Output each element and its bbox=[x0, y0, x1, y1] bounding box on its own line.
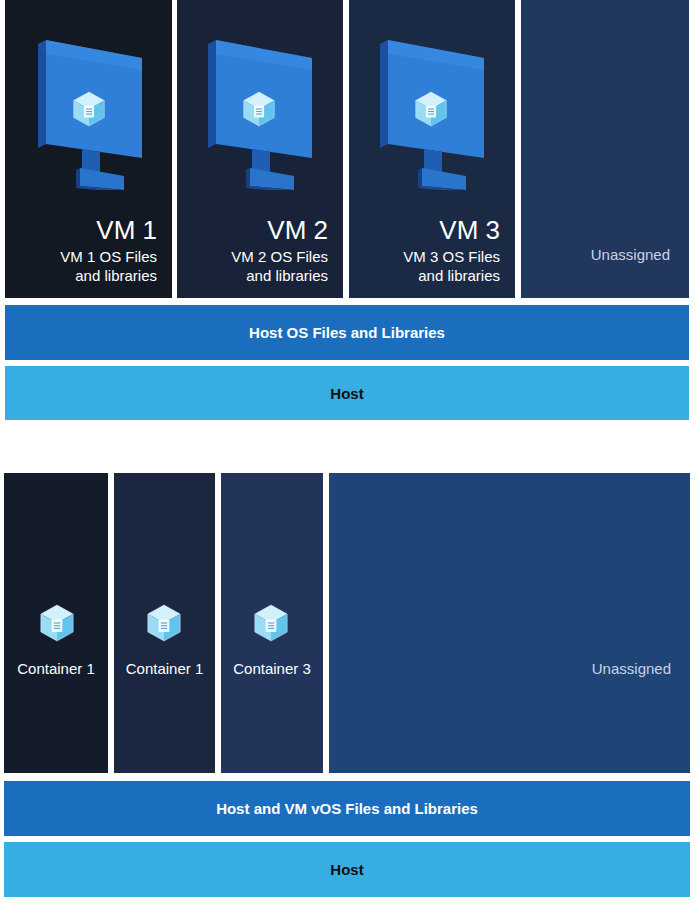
container-cube-icon bbox=[244, 92, 275, 126]
vm-title: VM 2 bbox=[267, 215, 328, 245]
vm-monitor-icon bbox=[208, 40, 312, 192]
layer-band: Host and VM vOS Files and Libraries bbox=[4, 781, 690, 836]
container-cube-icon bbox=[255, 605, 287, 641]
layer-label: Host bbox=[330, 860, 363, 879]
vm-panel: VM 3VM 3 OS Files and libraries bbox=[349, 0, 515, 298]
vm-panel: VM 2VM 2 OS Files and libraries bbox=[177, 0, 343, 298]
container-cube-icon bbox=[41, 605, 73, 641]
vm-caption: VM 2 OS Files and libraries bbox=[210, 247, 328, 285]
unassigned-panel: Unassigned bbox=[329, 473, 690, 773]
container-panel: Container 3 bbox=[221, 473, 323, 773]
layer-label: Host and VM vOS Files and Libraries bbox=[216, 799, 478, 818]
vm-panel: VM 1VM 1 OS Files and libraries bbox=[5, 0, 172, 298]
vm-caption: VM 3 OS Files and libraries bbox=[382, 247, 500, 285]
host-band: Host bbox=[5, 366, 689, 420]
layer-band: Host OS Files and Libraries bbox=[5, 305, 689, 360]
vm-caption: VM 1 OS Files and libraries bbox=[39, 247, 157, 285]
container-panel: Container 1 bbox=[114, 473, 215, 773]
container-cube-icon bbox=[148, 605, 180, 641]
unassigned-panel: Unassigned bbox=[521, 0, 689, 298]
container-cube-icon bbox=[74, 92, 105, 126]
container-cube-icon bbox=[416, 92, 447, 126]
layer-label: Host OS Files and Libraries bbox=[249, 323, 445, 342]
container-panel: Container 1 bbox=[4, 473, 108, 773]
host-band: Host bbox=[4, 842, 690, 897]
unassigned-label: Unassigned bbox=[592, 659, 671, 678]
layer-label: Host bbox=[330, 384, 363, 403]
container-label: Container 3 bbox=[233, 659, 311, 678]
vm-title: VM 3 bbox=[439, 215, 500, 245]
container-label: Container 1 bbox=[17, 659, 95, 678]
vm-title: VM 1 bbox=[96, 215, 157, 245]
vm-monitor-icon bbox=[38, 40, 142, 192]
container-label: Container 1 bbox=[126, 659, 204, 678]
unassigned-label: Unassigned bbox=[591, 245, 670, 264]
vm-monitor-icon bbox=[380, 40, 484, 192]
